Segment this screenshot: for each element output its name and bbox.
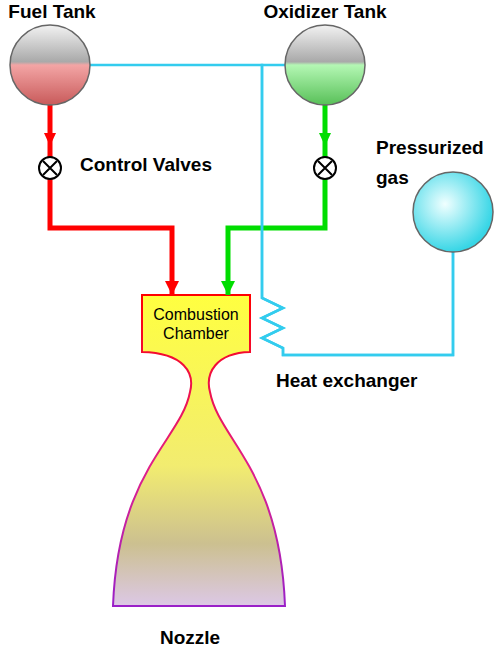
gas-line [90, 65, 453, 355]
control-valve [314, 157, 336, 179]
combustion-chamber: Combustion Chamber [142, 295, 250, 352]
heat-exchanger-label: Heat exchanger [276, 369, 418, 393]
propellant-line [50, 105, 172, 295]
tank-circle [10, 25, 90, 105]
tank-heading: Pressurized gas [376, 133, 502, 193]
fuel-tank: Fuel Tank [0, 0, 104, 108]
flow-arrowhead [319, 133, 331, 146]
control-valve [39, 157, 61, 179]
gas-tank: Pressurized gas [370, 130, 504, 256]
nozzle-label: Nozzle [130, 626, 250, 650]
valve-label: Control Valves [80, 153, 212, 177]
tank-heading: Fuel Tank [0, 0, 104, 24]
flow-arrowhead [44, 133, 56, 146]
chamber-label: Combustion Chamber [142, 305, 250, 343]
engine-outline [113, 295, 285, 606]
propellant-line [228, 105, 325, 295]
tank-circle [285, 25, 365, 105]
tank-circle [413, 172, 493, 252]
oxidizer-tank: Oxidizer Tank [250, 0, 400, 108]
tank-heading: Oxidizer Tank [250, 0, 400, 24]
